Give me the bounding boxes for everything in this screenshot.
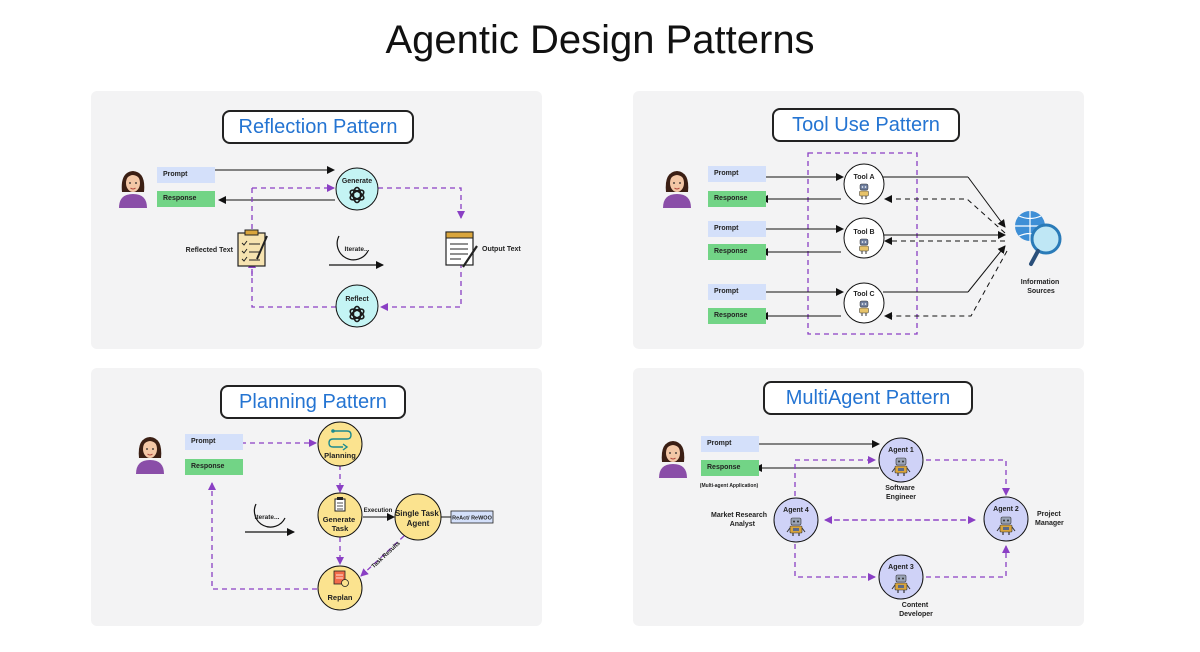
response-box: Response: [701, 460, 759, 476]
multiagent-diagram: Agent 1 Agent 2 Agent 3 Agent 4 Software…: [658, 437, 1064, 618]
reflect-label: Reflect: [345, 296, 369, 303]
role-market-research-analyst: Market Research Analyst: [711, 512, 769, 528]
reflection-diagram: Generate Reflect Iterate... Reflected Te…: [118, 166, 521, 328]
tool-use-panel: Tool A Tool B Tool C Information Sources…: [633, 91, 1084, 349]
planning-panel: Execution Task Results Planning Generate: [91, 368, 542, 626]
prompt-box: Prompt: [185, 434, 243, 450]
multiagent-panel: Agent 1 Agent 2 Agent 3 Agent 4 Software…: [633, 368, 1084, 626]
replan-label: Replan: [327, 593, 352, 602]
agent-4-label: Agent 4: [783, 507, 809, 514]
tool-b-label: Tool B: [853, 229, 874, 236]
generate-node: [335, 167, 379, 211]
agent-1-label: Agent 1: [888, 447, 914, 454]
generate-label: Generate: [342, 178, 372, 185]
tool-a-label: Tool A: [854, 174, 875, 181]
task-results-label: Task Results: [371, 540, 402, 570]
multiagent-title: MultiAgent Pattern: [763, 381, 973, 415]
planning-title: Planning Pattern: [220, 385, 406, 419]
reflection-title: Reflection Pattern: [222, 110, 414, 144]
response-box: Response: [708, 244, 766, 260]
agent-2-label: Agent 2: [993, 506, 1019, 513]
tool-b-node: [843, 217, 885, 259]
response-box: Response: [185, 459, 243, 475]
app-label: (Multi-agent Application): [700, 483, 759, 489]
role-project-manager: Project Manager: [1035, 511, 1064, 527]
response-box: Response: [157, 191, 215, 207]
response-box: Response: [708, 191, 766, 207]
planning-label: Planning: [324, 451, 356, 460]
prompt-box: Prompt: [157, 167, 215, 183]
user-avatar: [135, 436, 165, 475]
info-sources-label: Information Sources: [1021, 279, 1061, 295]
single-task-agent-label: Single Task Agent: [395, 509, 441, 528]
iterate-label: Iterate...: [345, 246, 370, 253]
react-box: [450, 510, 494, 524]
planning-diagram: Execution Task Results Planning Generate: [135, 421, 494, 611]
prompt-box: Prompt: [708, 166, 766, 182]
user-avatar: [118, 170, 148, 209]
generate-task-label: Generate Task: [323, 515, 358, 533]
response-box: Response: [708, 308, 766, 324]
document-refresh-icon: [333, 570, 349, 587]
reflection-panel: Generate Reflect Iterate... Reflected Te…: [91, 91, 542, 349]
user-avatar: [662, 170, 692, 209]
agent-3-label: Agent 3: [888, 564, 914, 571]
output-text-label: Output Text: [482, 246, 521, 253]
reflected-text-label: Reflected Text: [186, 247, 234, 254]
tool-use-title: Tool Use Pattern: [772, 108, 960, 142]
react-label: ReAct/ ReWOO: [452, 516, 492, 522]
role-content-developer: Content Developer: [899, 602, 933, 618]
iterate-label: Iterate...: [255, 514, 280, 521]
page-title: Agentic Design Patterns: [385, 18, 815, 62]
flow-icon: [328, 429, 352, 451]
execution-label: Execution: [364, 508, 393, 514]
prompt-box: Prompt: [708, 284, 766, 300]
replan-node: [317, 565, 363, 611]
tool-frame: [807, 152, 918, 335]
single-task-agent-node: [394, 493, 442, 541]
role-software-engineer: Software Engineer: [885, 485, 917, 501]
clipboard-icon: [334, 497, 346, 512]
globe-search-icon: [1015, 211, 1062, 266]
generate-task-node: [317, 492, 363, 538]
prompt-box: Prompt: [708, 221, 766, 237]
tool-c-label: Tool C: [853, 291, 874, 298]
checklist-icon: [237, 229, 268, 267]
prompt-box: Prompt: [701, 436, 759, 452]
user-avatar: [658, 440, 688, 479]
tool-use-diagram: Tool A Tool B Tool C Information Sources: [662, 152, 1062, 335]
document-pen-icon: [445, 231, 478, 268]
